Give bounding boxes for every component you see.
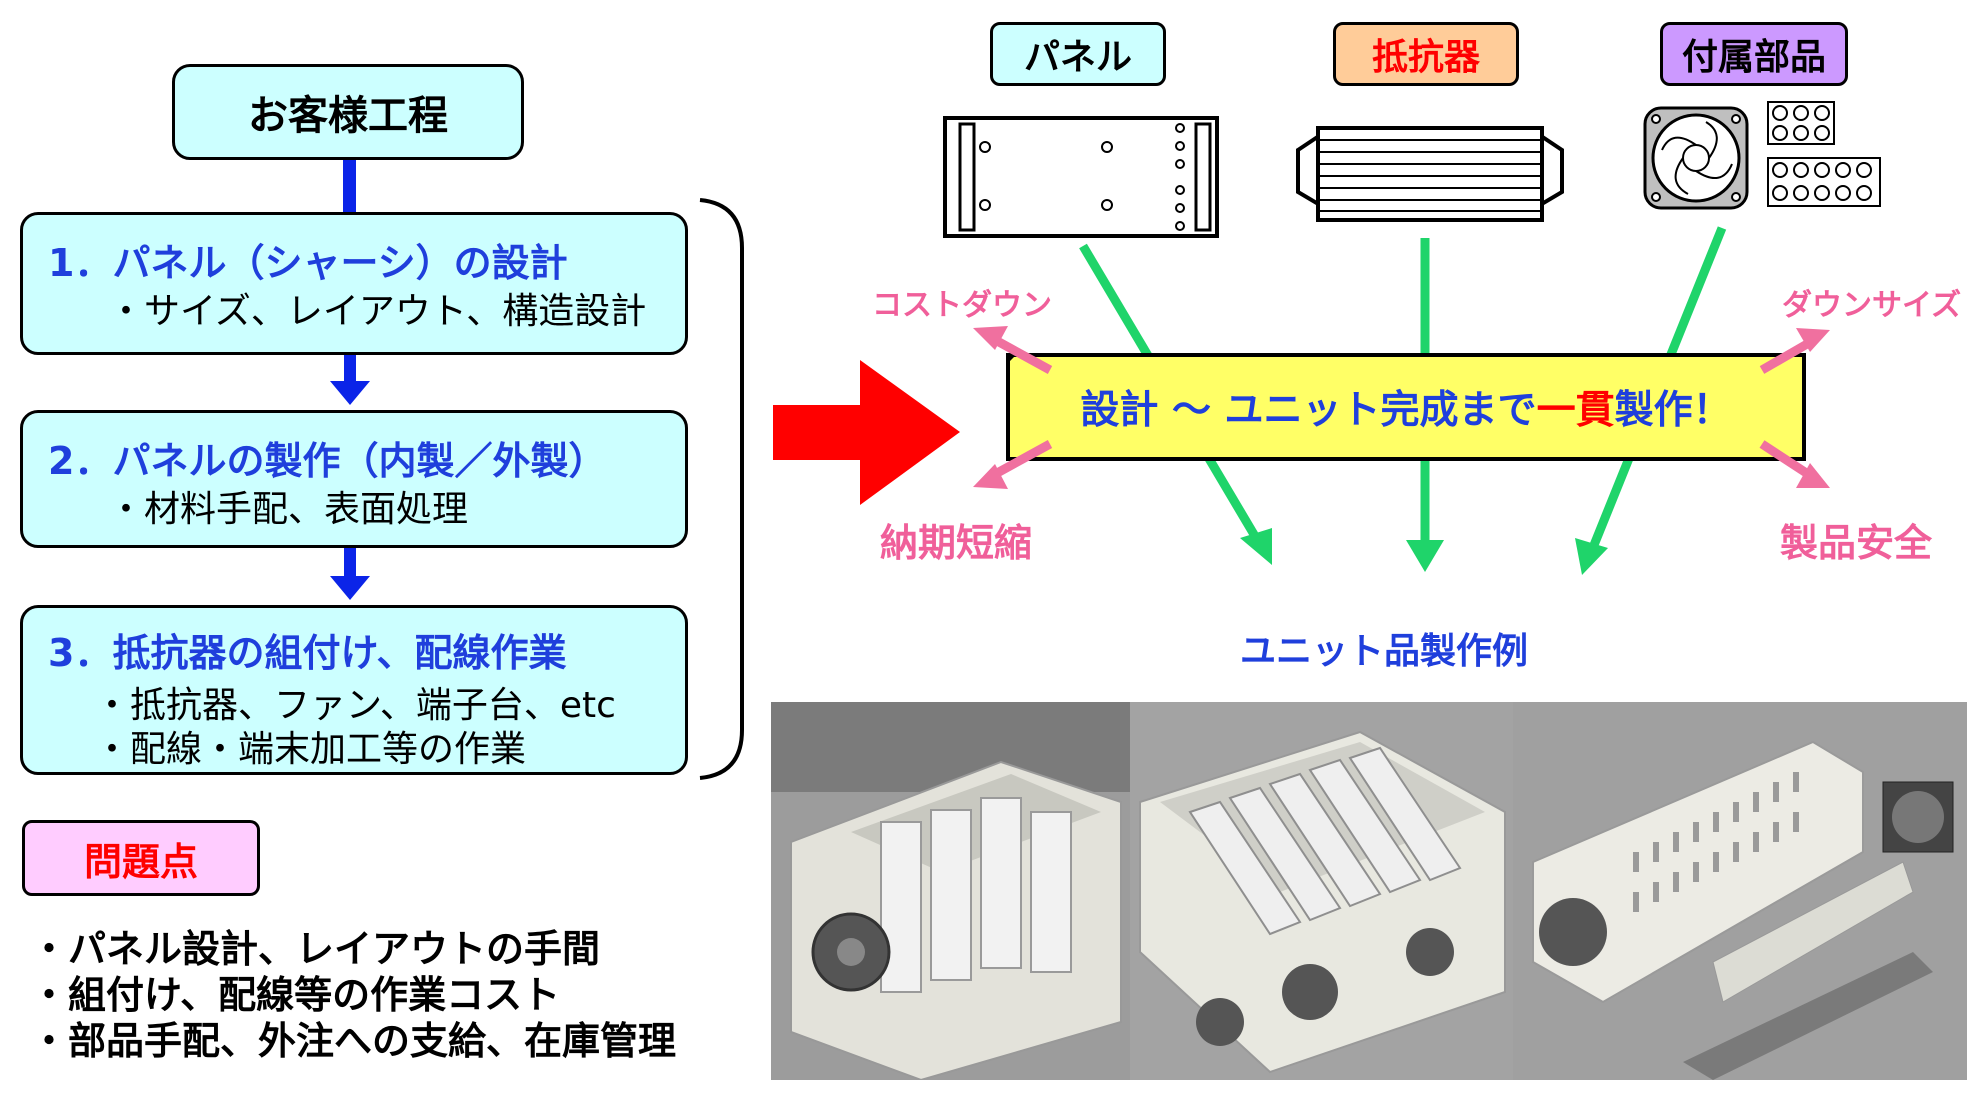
accessories-label: 付属部品: [1660, 22, 1848, 86]
unit-examples-label: ユニット品製作例: [1240, 631, 1529, 672]
down-arrow-2: [330, 548, 370, 600]
red-arrow: [773, 360, 960, 505]
banner-box: [1006, 353, 1806, 461]
resistor-label: 抵抗器: [1333, 22, 1519, 86]
unit-photo-1: [771, 702, 1130, 1080]
unit-photo-3: [1513, 702, 1967, 1080]
problem-item-2: ・組付け、配線等の作業コスト: [30, 973, 561, 1017]
panel-label: パネル: [990, 22, 1166, 86]
step2-sub: ・材料手配、表面処理: [108, 489, 469, 530]
step2-box: [20, 410, 688, 548]
problem-item-1: ・パネル設計、レイアウトの手間: [30, 927, 601, 971]
step1-box: [20, 212, 688, 355]
flow-arrows: [330, 160, 744, 780]
benefit-safety: 製品安全: [1780, 521, 1933, 565]
fan-drawing: [1643, 106, 1749, 210]
resistor-drawing: [1296, 126, 1564, 222]
step3-box: [20, 605, 688, 775]
step3-sub1: ・抵抗器、ファン、端子台、etc: [94, 685, 616, 726]
customer-process-label: お客様工程: [248, 93, 448, 139]
main-diagram: [773, 101, 1881, 575]
step2-title: 2．パネルの製作（内製／外製）: [48, 439, 607, 483]
step1-sub: ・サイズ、レイアウト、構造設計: [108, 291, 647, 332]
down-arrow-1: [330, 355, 370, 405]
panel-drawing: [943, 116, 1219, 238]
terminal-block-top: [1767, 101, 1835, 145]
step3-sub2: ・配線・端末加工等の作業: [94, 729, 527, 770]
benefit-down-size: ダウンサイズ: [1782, 288, 1962, 323]
banner-text-highlight: 一貫: [1536, 388, 1615, 433]
step1-title: 1．パネル（シャーシ）の設計: [48, 241, 568, 285]
step3-title: 3．抵抗器の組付け、配線作業: [48, 631, 567, 675]
pink-arrows: [973, 326, 1830, 489]
benefit-cost-down: コストダウン: [872, 288, 1052, 323]
connector-line: [343, 160, 356, 212]
problem-item-3: ・部品手配、外注への支給、在庫管理: [30, 1019, 677, 1063]
customer-process-box: [172, 64, 524, 160]
right-brace: [699, 198, 744, 780]
problem-label: 問題点: [22, 820, 260, 896]
banner-text-part1: 設計 ～ ユニット完成まで: [1080, 388, 1537, 433]
unit-photo-2: [1130, 702, 1513, 1080]
terminal-block-bottom: [1767, 157, 1881, 207]
banner-text: 設計 ～ ユニット完成まで一貫製作！: [1008, 355, 1804, 459]
banner-text-part3: 製作！: [1614, 388, 1732, 433]
benefit-lead-time: 納期短縮: [880, 521, 1033, 565]
